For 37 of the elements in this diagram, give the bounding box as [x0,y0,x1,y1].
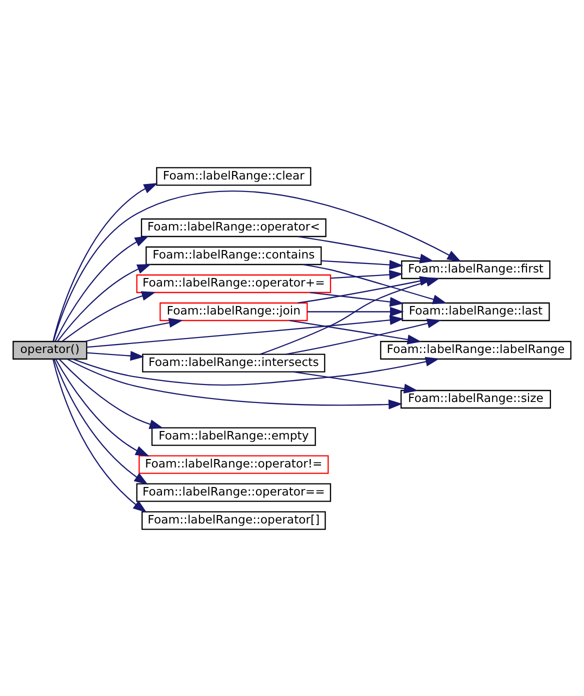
arrow [52,182,158,342]
node-box: Foam::labelRange::intersects [142,353,326,372]
node-box: Foam::labelRange::operator[] [142,510,326,530]
node-box: operator() [12,340,88,360]
node-box: Foam::labelRange::clear [156,166,312,186]
arrow [66,358,403,409]
arrow [58,358,164,428]
arrow [86,350,144,360]
arrow [52,358,147,512]
node-box: Foam::labelRange::operator!= [138,454,329,474]
node-box: Foam::labelRange::last [402,302,550,321]
node-box: Foam::labelRange::operator== [136,482,332,502]
node-box: Foam::labelRange::size [400,389,551,408]
arrow [55,358,150,456]
arrow [52,190,462,342]
arrow [330,269,404,280]
arrow [292,370,418,393]
arrow [86,314,404,348]
arrow [72,356,440,386]
arrow [321,259,404,270]
node-box: Foam::labelRange::join [160,302,308,321]
node-box: Foam::labelRange::contains [146,246,322,265]
node-box: Foam::labelRange::operator+= [136,274,332,293]
arrow [85,317,183,342]
node-box: Foam::labelRange::labelRange [380,340,572,360]
arrow [289,319,422,344]
node-box: Foam::labelRange::operator< [140,218,326,237]
arrow [302,263,447,304]
arrow [307,306,404,316]
arrow [285,318,442,354]
arrow [54,235,149,342]
arrow [310,291,404,306]
arrow [57,263,152,342]
node-box: Foam::labelRange::empty [151,426,316,446]
arrow [62,290,156,342]
arrow [54,358,148,484]
node-box: Foam::labelRange::first [401,260,550,279]
